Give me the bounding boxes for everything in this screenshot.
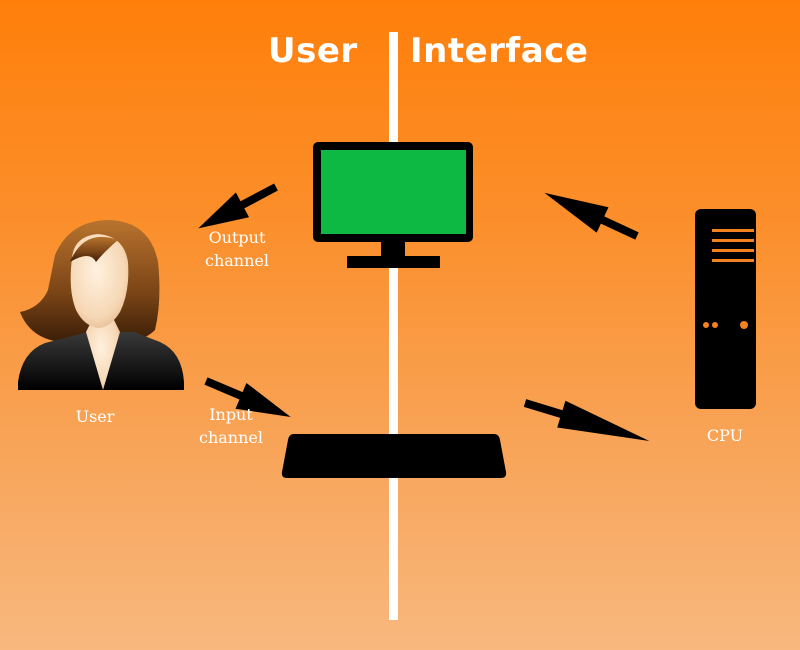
- arrow-cpu-to-monitor: [544, 192, 639, 240]
- user-interface-divider: [389, 32, 398, 620]
- user-label: User: [75, 407, 115, 426]
- cpu-label: CPU: [706, 426, 744, 445]
- monitor-icon: [313, 142, 473, 268]
- heading-interface: Interface: [410, 31, 589, 71]
- arrow-keyboard-to-cpu: [523, 399, 650, 442]
- input-channel-label: Input channel: [199, 405, 263, 447]
- keyboard-icon: [281, 434, 507, 478]
- arrow-user-to-keyboard: [204, 377, 291, 417]
- user-avatar-icon: [18, 220, 184, 390]
- cpu-tower-icon: [695, 209, 756, 409]
- heading-user: User: [268, 31, 358, 71]
- arrow-monitor-to-user: [198, 183, 278, 229]
- output-channel-label: Output channel: [205, 228, 269, 270]
